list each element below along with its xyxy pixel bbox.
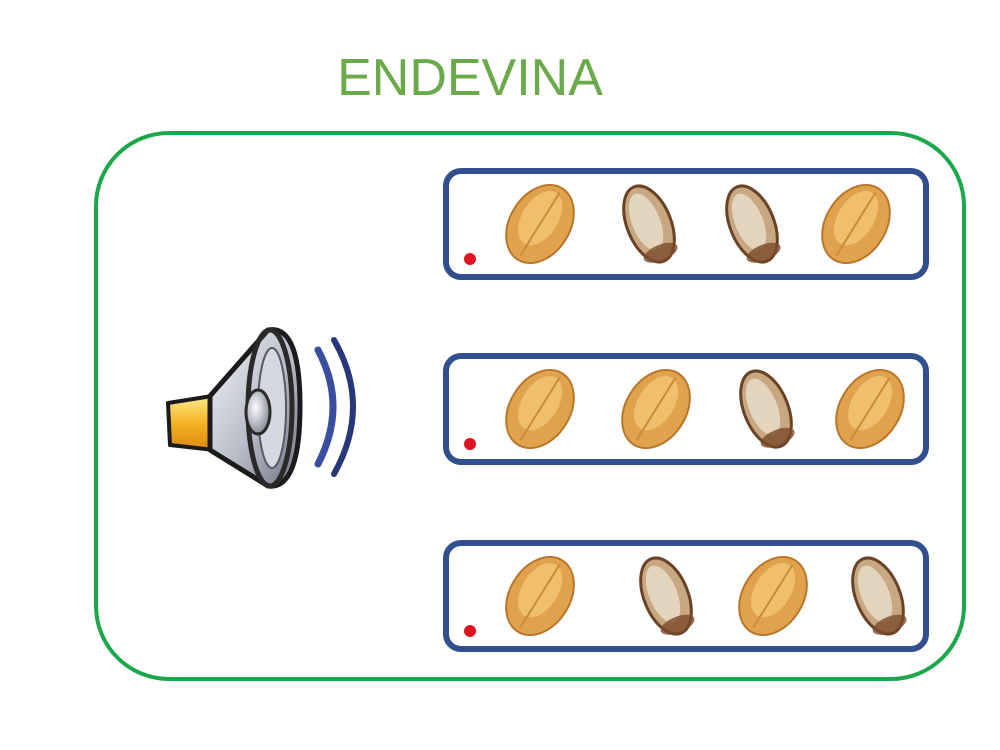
whole-grain-roll-icon [739, 369, 795, 449]
whole-grain-roll-icon [851, 556, 907, 636]
marker-dot [464, 625, 476, 637]
speaker-icon [166, 327, 356, 489]
bread-roll-icon [621, 368, 691, 450]
bread-roll-icon [505, 183, 575, 265]
whole-grain-roll-icon [639, 556, 695, 636]
answer-option-2[interactable] [443, 353, 929, 465]
activity-frame [94, 131, 966, 681]
marker-dot [464, 253, 476, 265]
bread-roll-icon [821, 183, 891, 265]
answer-option-3[interactable] [443, 540, 929, 652]
bread-roll-icon [505, 555, 575, 637]
whole-grain-roll-icon [622, 184, 678, 264]
bread-roll-icon [505, 368, 575, 450]
answer-option-1[interactable] [443, 168, 929, 280]
marker-dot [464, 438, 476, 450]
whole-grain-roll-icon [725, 184, 781, 264]
play-sound-button[interactable] [160, 322, 360, 492]
bread-roll-icon [835, 368, 905, 450]
bread-roll-icon [738, 555, 808, 637]
page-title: ENDEVINA [337, 49, 603, 107]
